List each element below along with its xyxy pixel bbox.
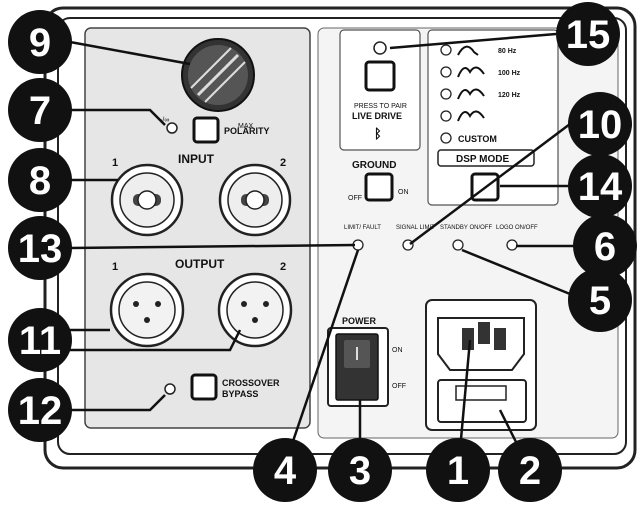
callout-10-number: 10: [578, 103, 623, 147]
dsp-item-2: 100 Hz: [498, 70, 521, 77]
callout-8-number: 8: [29, 159, 51, 203]
curve-icon: [457, 110, 485, 122]
fuse-tab: [455, 385, 507, 401]
output-2-jack[interactable]: [217, 272, 293, 348]
curve-icon: [457, 66, 485, 78]
dsp-mode-list: 80 Hz 100 Hz 120 Hz CUSTOM: [440, 44, 521, 144]
live-drive-label: LIVE DRIVE: [352, 111, 402, 121]
callout-12: 12: [8, 378, 72, 442]
bluetooth-icon: ᛒ: [374, 126, 382, 141]
output-1-jack[interactable]: [109, 272, 185, 348]
dsp-mode-label: DSP MODE: [456, 154, 509, 165]
ground-label: GROUND: [352, 160, 396, 171]
callout-15: 15: [556, 2, 620, 66]
input-1-jack[interactable]: [110, 163, 184, 237]
ac-pin: [478, 322, 490, 344]
gain-knob[interactable]: [181, 38, 255, 112]
input-2-label: 2: [280, 157, 286, 169]
output-label: OUTPUT: [175, 257, 225, 271]
crossover-bypass-button[interactable]: [190, 373, 218, 401]
limit-led-label: LIMIT/ FAULT: [344, 225, 381, 231]
callout-1: 1: [426, 438, 490, 502]
power-off-label: OFF: [392, 383, 406, 390]
input-1-label: 1: [112, 157, 118, 169]
crossover-led: [164, 383, 176, 395]
curve-icon: [457, 88, 485, 100]
callout-5: 5: [568, 268, 632, 332]
dsp-led-1: [440, 44, 452, 56]
input-2-jack[interactable]: [218, 163, 292, 237]
callout-13-number: 13: [18, 227, 63, 271]
curve-icon: [457, 45, 479, 56]
callout-7: 7: [8, 78, 72, 142]
bypass-label: BYPASS: [222, 389, 258, 399]
callout-2-number: 2: [519, 449, 541, 493]
callout-15-number: 15: [566, 13, 611, 57]
standby-led-label: STANDBY ON/OFF: [440, 225, 492, 231]
callout-6-number: 6: [594, 225, 616, 269]
callout-8: 8: [8, 148, 72, 212]
leader-lines: [69, 32, 578, 451]
callout-9: 9: [8, 10, 72, 74]
pair-button[interactable]: [364, 60, 396, 92]
dsp-item-5: CUSTOM: [458, 134, 497, 144]
polarity-led: [166, 122, 178, 134]
callout-6: 6: [573, 214, 637, 278]
callout-3: 3: [328, 438, 392, 502]
ground-on-label: ON: [398, 189, 409, 196]
callout-7-number: 7: [29, 89, 51, 133]
dsp-led-2: [440, 66, 452, 78]
callout-13: 13: [8, 216, 72, 280]
polarity-button[interactable]: [192, 116, 220, 144]
power-on-label: ON: [392, 347, 403, 354]
standby-led: [452, 239, 464, 251]
callout-4-number: 4: [274, 449, 297, 493]
logo-led-label: LOGO ON/OFF: [496, 225, 538, 231]
ac-pin: [494, 328, 506, 350]
callout-14: 14: [568, 154, 632, 218]
dsp-item-1: 80 Hz: [498, 48, 517, 55]
ground-button[interactable]: [364, 172, 394, 202]
callout-3-number: 3: [349, 449, 371, 493]
polarity-label: POLARITY: [224, 126, 270, 136]
callout-9-number: 9: [29, 21, 51, 65]
crossover-label: CROSSOVER: [222, 378, 280, 388]
logo-led: [506, 239, 518, 251]
dsp-item-3: 120 Hz: [498, 92, 521, 99]
press-to-pair-label: PRESS TO PAIR: [354, 103, 407, 110]
ground-off-label: OFF: [348, 195, 362, 202]
callout-14-number: 14: [578, 165, 623, 209]
knob-max-label: MAX: [238, 123, 254, 130]
callout-12-number: 12: [18, 389, 63, 433]
signal-led-label: SIGNAL LIMIT: [396, 225, 435, 231]
callout-1-number: 1: [447, 449, 469, 493]
pair-led: [373, 41, 387, 55]
power-label: POWER: [342, 316, 377, 326]
output-1-label: 1: [112, 261, 118, 273]
callout-10: 10: [568, 92, 632, 156]
dsp-led-4: [440, 110, 452, 122]
callout-5-number: 5: [589, 279, 611, 323]
input-label: INPUT: [178, 152, 215, 166]
dsp-led-5: [440, 132, 452, 144]
knob-min-label: -/∞: [160, 117, 169, 124]
dsp-led-3: [440, 88, 452, 100]
callout-11-number: 11: [19, 319, 61, 363]
ac-pin: [462, 328, 474, 350]
output-2-label: 2: [280, 261, 286, 273]
callout-11: 11: [8, 308, 72, 372]
dsp-mode-box: [437, 149, 535, 167]
callout-4: 4: [253, 438, 317, 502]
callout-2: 2: [498, 438, 562, 502]
